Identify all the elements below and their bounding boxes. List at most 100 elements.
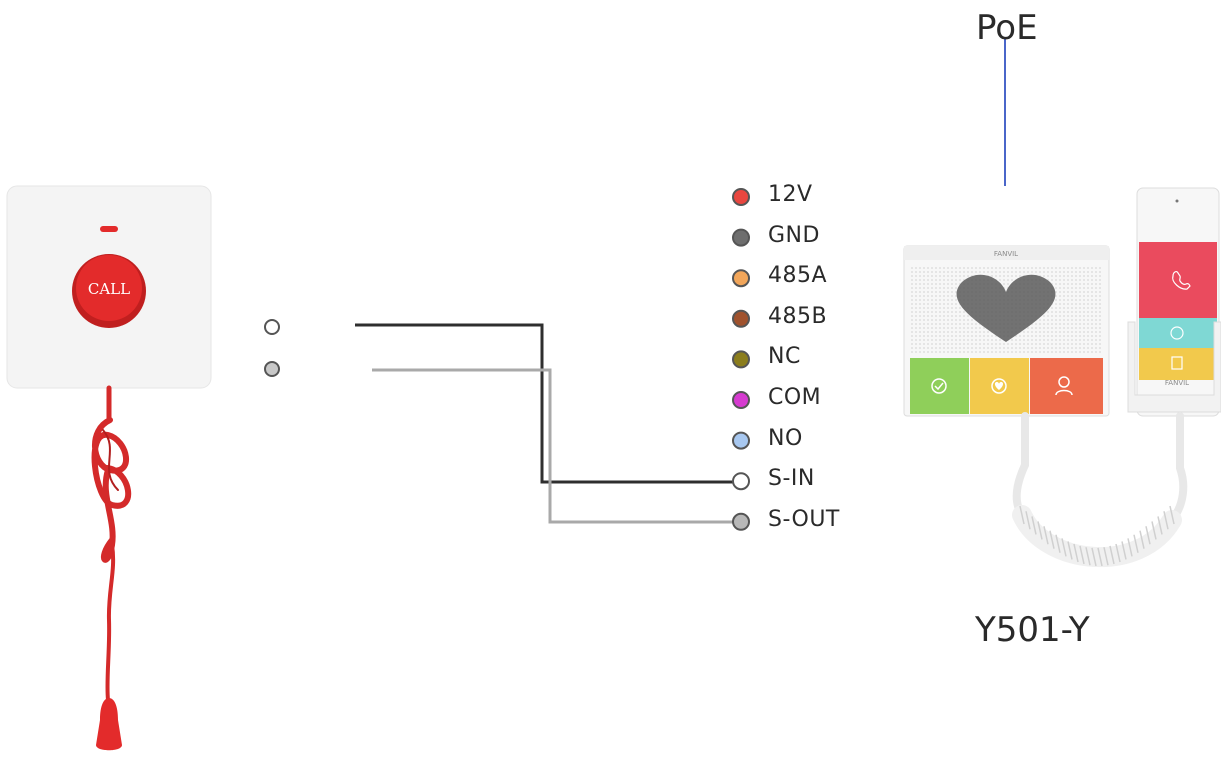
grille-hole	[1099, 307, 1101, 309]
grille-hole	[983, 327, 985, 329]
grille-hole	[975, 335, 977, 337]
grille-hole	[1067, 335, 1069, 337]
grille-hole	[1035, 331, 1037, 333]
grille-hole	[927, 343, 929, 345]
terminal-label-com: COM	[768, 385, 822, 410]
grille-hole	[939, 303, 941, 305]
grille-hole	[1079, 315, 1081, 317]
grille-hole	[1091, 287, 1093, 289]
grille-hole	[1075, 351, 1077, 353]
grille-hole	[1047, 323, 1049, 325]
grille-hole	[1015, 275, 1017, 277]
grille-hole	[911, 291, 913, 293]
grille-hole	[959, 339, 961, 341]
grille-hole	[1075, 319, 1077, 321]
grille-hole	[927, 339, 929, 341]
terminal-block	[732, 188, 750, 531]
grille-hole	[951, 351, 953, 353]
edit-icon	[1170, 326, 1184, 340]
grille-hole	[955, 315, 957, 317]
grille-hole	[931, 299, 933, 301]
grille-hole	[1095, 295, 1097, 297]
grille-hole	[955, 275, 957, 277]
call-button-terminal-2	[264, 361, 280, 377]
grille-hole	[915, 295, 917, 297]
call-button-terminal-1	[264, 319, 280, 335]
coil-ridge	[1085, 547, 1091, 566]
grille-hole	[911, 307, 913, 309]
grille-hole	[935, 343, 937, 345]
terminal-label-nc: NC	[768, 344, 801, 370]
grille-hole	[1043, 351, 1045, 353]
grille-hole	[1079, 291, 1081, 293]
grille-hole	[1083, 311, 1085, 313]
grille-hole	[991, 347, 993, 349]
grille-hole	[1071, 343, 1073, 345]
grille-hole	[943, 335, 945, 337]
grille-hole	[979, 339, 981, 341]
grille-hole	[947, 307, 949, 309]
grille-hole	[923, 299, 925, 301]
grille-hole	[923, 287, 925, 289]
grille-hole	[1087, 275, 1089, 277]
grille-hole	[915, 291, 917, 293]
grille-hole	[919, 319, 921, 321]
grille-hole	[1047, 347, 1049, 349]
grille-hole	[1075, 311, 1077, 313]
grille-hole	[1075, 323, 1077, 325]
grille-hole	[987, 267, 989, 269]
grille-hole	[1051, 347, 1053, 349]
grille-hole	[1035, 343, 1037, 345]
grille-hole	[939, 319, 941, 321]
grille-hole	[951, 307, 953, 309]
grille-hole	[927, 275, 929, 277]
grille-hole	[1079, 339, 1081, 341]
grille-hole	[1087, 315, 1089, 317]
grille-hole	[1023, 335, 1025, 337]
grille-hole	[1039, 343, 1041, 345]
grille-hole	[963, 311, 965, 313]
grille-hole	[979, 335, 981, 337]
grille-hole	[955, 347, 957, 349]
grille-hole	[1091, 279, 1093, 281]
grille-hole	[1067, 347, 1069, 349]
grille-hole	[1027, 331, 1029, 333]
grille-hole	[1067, 275, 1069, 277]
grille-hole	[919, 271, 921, 273]
grille-hole	[923, 311, 925, 313]
terminal-label-12v: 12V	[768, 182, 813, 207]
grille-hole	[915, 311, 917, 313]
grille-hole	[991, 351, 993, 353]
grille-hole	[1027, 347, 1029, 349]
grille-hole	[939, 351, 941, 353]
grille-hole	[1079, 327, 1081, 329]
grille-hole	[1067, 283, 1069, 285]
heart-grille-pattern	[956, 274, 1056, 342]
grille-hole	[947, 287, 949, 289]
grille-hole	[967, 331, 969, 333]
grille-hole	[1087, 347, 1089, 349]
grille-hole	[919, 275, 921, 277]
grille-hole	[1083, 307, 1085, 309]
grille-hole	[1055, 339, 1057, 341]
intercom-base-unit: FANVIL	[903, 245, 1110, 417]
grille-hole	[1055, 279, 1057, 281]
coil-ridge	[1049, 530, 1055, 549]
grille-hole	[963, 315, 965, 317]
grille-hole	[1059, 315, 1061, 317]
grille-hole	[919, 327, 921, 329]
grille-hole	[1047, 335, 1049, 337]
coil-ridge	[1115, 543, 1121, 563]
grille-hole	[955, 287, 957, 289]
grille-hole	[911, 323, 913, 325]
grille-hole	[951, 275, 953, 277]
grille-hole	[939, 295, 941, 297]
coil-ridge	[1157, 516, 1163, 535]
grille-hole	[1047, 343, 1049, 345]
grille-hole	[1083, 343, 1085, 345]
grille-hole	[919, 299, 921, 301]
grille-hole	[1095, 275, 1097, 277]
grille-hole	[1083, 283, 1085, 285]
grille-hole	[955, 283, 957, 285]
grille-hole	[959, 307, 961, 309]
